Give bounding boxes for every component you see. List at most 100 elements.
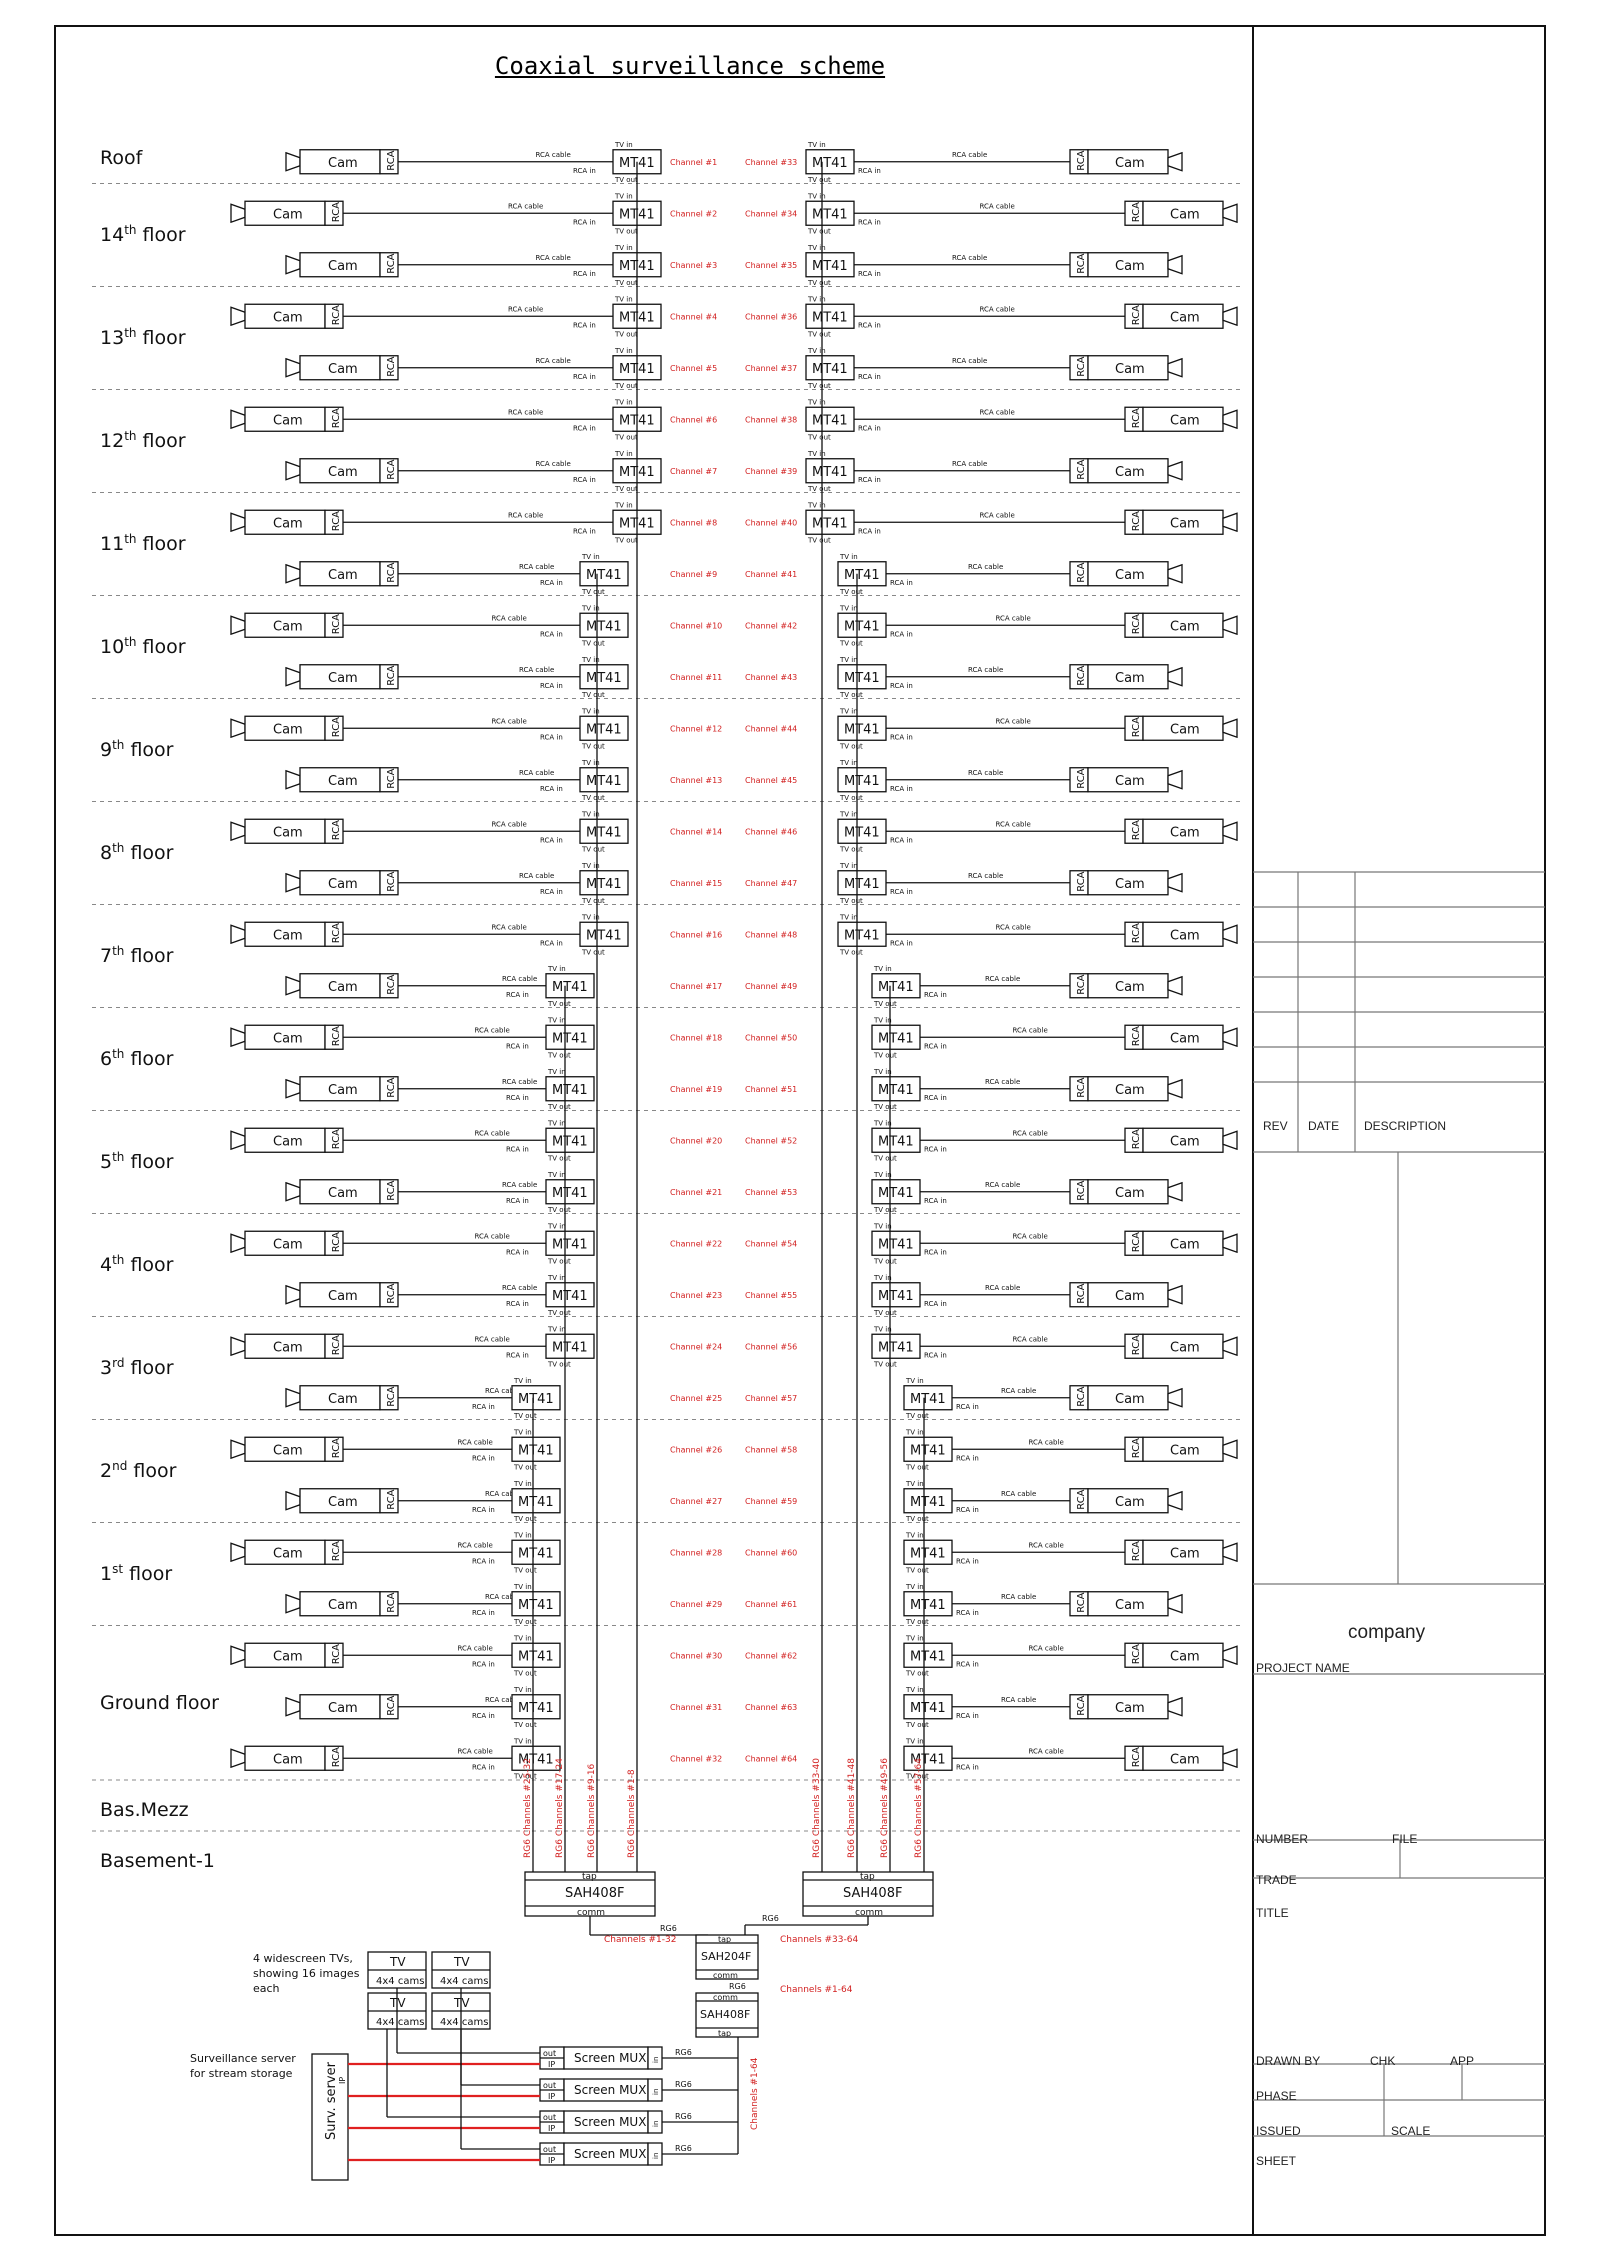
channel-label: Channel #62	[745, 1651, 797, 1660]
tv-out-label: TV out	[547, 1103, 571, 1111]
tv-out-label: TV out	[905, 1515, 929, 1523]
modulator-box	[579, 767, 629, 793]
tv-out-label: TV out	[547, 1309, 571, 1317]
rca-cable-label: RCA cable	[1013, 1335, 1048, 1343]
tv-in-label: TV in	[614, 501, 633, 509]
channel-label: Channel #25	[670, 1394, 722, 1403]
floor-label: Basement-1	[100, 1850, 215, 1872]
splitter-left	[524, 1871, 656, 1917]
channel-label: Channel #44	[745, 724, 797, 733]
rca-label: RCA	[331, 1438, 342, 1458]
rca-cable-label: RCA cable	[492, 923, 527, 931]
tv-out-label: TV out	[513, 1772, 537, 1780]
floor-label: Roof	[100, 147, 144, 169]
tv-out-label: TV out	[581, 691, 605, 699]
floor-label: Bas.Mezz	[100, 1799, 189, 1821]
rg6-label: RG6	[675, 2048, 692, 2057]
channel-label: Channel #5	[670, 364, 717, 373]
camera-label: Cam	[1115, 1392, 1145, 1407]
camera-box	[299, 1179, 381, 1205]
tv-out-label: TV out	[513, 1515, 537, 1523]
channel-label: Channel #43	[745, 673, 797, 682]
camera-lens-icon	[1167, 1696, 1183, 1717]
rca-cable-label: RCA cable	[1001, 1490, 1036, 1498]
camera-label: Cam	[273, 1752, 303, 1767]
camera-label: Cam	[1170, 1443, 1200, 1458]
camera-label: Cam	[328, 1083, 358, 1098]
rca-cable-label: RCA cable	[536, 460, 571, 468]
tv-out-label: TV out	[547, 1154, 571, 1162]
camera-label: Cam	[273, 207, 303, 222]
channel-label: Channel #19	[670, 1085, 722, 1094]
channel-label: Channel #50	[745, 1033, 797, 1042]
modulator-box	[579, 870, 629, 896]
modulator-label: MT41	[812, 156, 848, 171]
rca-in-label: RCA in	[890, 579, 913, 587]
rca-cable-label: RCA cable	[996, 820, 1031, 828]
rca-label: RCA	[1131, 1438, 1142, 1458]
camera-box	[1087, 664, 1169, 690]
rca-label: RCA	[386, 871, 397, 891]
camera-box	[1142, 921, 1224, 947]
camera-lens-icon	[285, 1284, 301, 1305]
camera-label: Cam	[1170, 1546, 1200, 1561]
camera-lens-icon	[230, 409, 246, 430]
channel-label: Channel #51	[745, 1085, 797, 1094]
camera-lens-icon	[230, 1130, 246, 1151]
rca-label: RCA	[1131, 820, 1142, 840]
camera-label: Cam	[1115, 1289, 1145, 1304]
tv-in-label: TV in	[614, 192, 633, 200]
channel-label: Channel #33	[745, 158, 797, 167]
rca-cable-label: RCA cable	[458, 1644, 493, 1652]
modulator-label: MT41	[586, 722, 622, 737]
camera-lens-icon	[1222, 1439, 1238, 1460]
camera-label: Cam	[273, 1340, 303, 1355]
modulator-box	[545, 1179, 595, 1205]
camera-lens-icon	[1167, 1078, 1183, 1099]
rca-label: RCA	[1131, 511, 1142, 531]
rca-cable-label: RCA cable	[502, 1181, 537, 1189]
tb-chk-label: CHK	[1370, 2054, 1396, 2068]
camera-lens-icon	[1222, 821, 1238, 842]
tv-label: TV	[453, 1996, 470, 2010]
tv-in-label: TV in	[839, 553, 858, 561]
tv-in-label: TV in	[839, 862, 858, 870]
modulator-label: MT41	[844, 774, 880, 789]
splitter-comm-label: comm	[713, 1971, 738, 1980]
tv-out-label: TV out	[513, 1618, 537, 1626]
rca-in-label: RCA in	[956, 1454, 979, 1462]
rca-label: RCA	[331, 614, 342, 634]
modulator-box	[545, 1024, 595, 1050]
camera-lens-icon	[230, 203, 246, 224]
tv-out-label: TV out	[581, 845, 605, 853]
rca-label: RCA	[386, 1180, 397, 1200]
rca-in-label: RCA in	[573, 321, 596, 329]
modulator-label: MT41	[844, 722, 880, 737]
rca-cable-label: RCA cable	[485, 1490, 520, 1498]
rca-label: RCA	[331, 820, 342, 840]
tv-out-label: TV out	[547, 1206, 571, 1214]
channel-label: Channel #37	[745, 364, 797, 373]
camera-lens-icon	[1222, 1027, 1238, 1048]
modulator-box	[837, 664, 887, 690]
floor-label: 1st floor	[100, 1562, 172, 1585]
rca-in-label: RCA in	[573, 424, 596, 432]
tv-note: 4 widescreen TVs,	[253, 1952, 353, 1965]
modulator-label: MT41	[844, 825, 880, 840]
modulator-box	[511, 1539, 561, 1565]
splitter-right	[802, 1871, 934, 1917]
tb-sheet-label: SHEET	[1256, 2154, 1297, 2168]
camera-box	[1142, 1127, 1224, 1153]
title-block-grid	[1253, 871, 1545, 2137]
screen-mux-label: Screen MUX	[574, 2083, 646, 2097]
modulator-box	[903, 1591, 953, 1617]
camera-label: Cam	[1115, 1495, 1145, 1510]
rca-in-label: RCA in	[890, 682, 913, 690]
rca-label: RCA	[1131, 305, 1142, 325]
rca-cable-label: RCA cable	[502, 1284, 537, 1292]
modulator-label: MT41	[552, 1289, 588, 1304]
rca-label: RCA	[331, 408, 342, 428]
tv-in-label: TV in	[873, 1325, 892, 1333]
channel-label: Channel #53	[745, 1188, 797, 1197]
camera-label: Cam	[328, 465, 358, 480]
